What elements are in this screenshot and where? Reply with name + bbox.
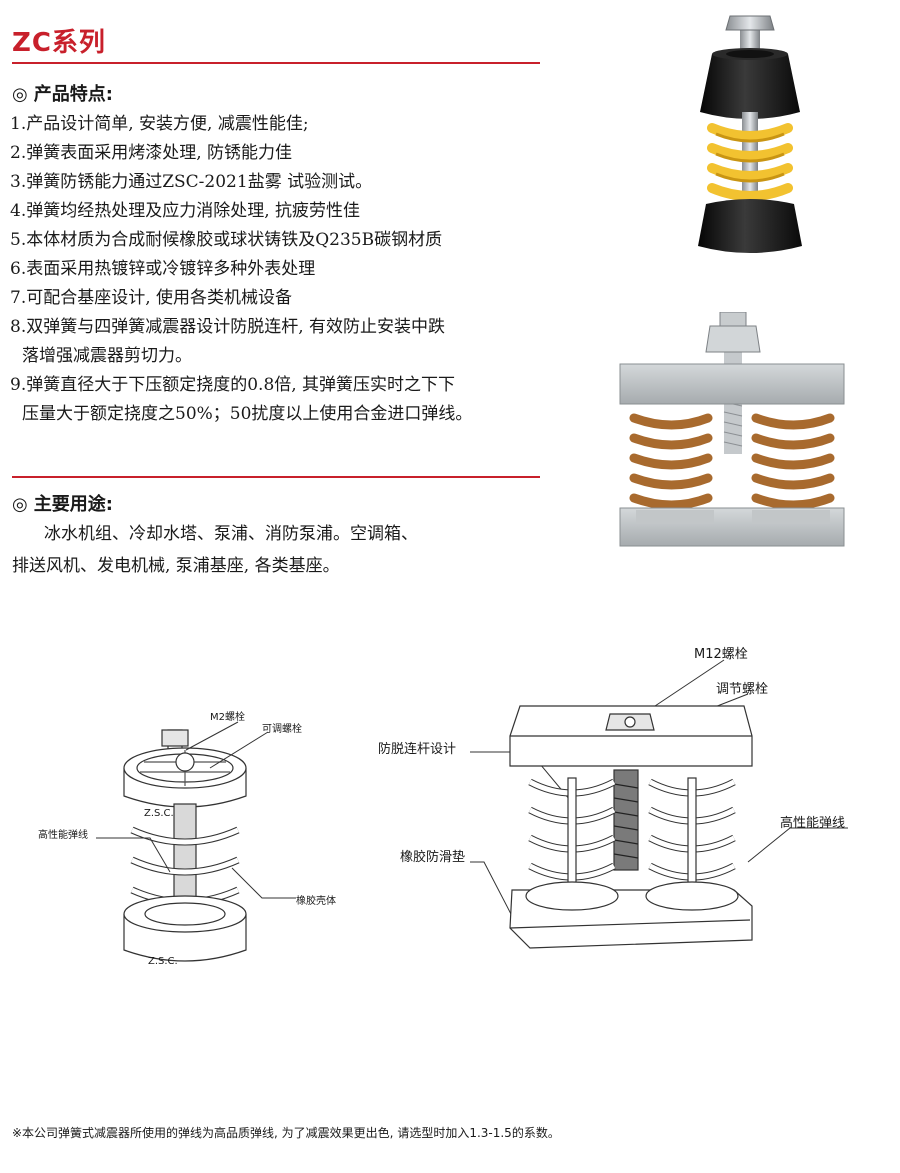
title-divider	[12, 62, 540, 64]
single-mount-line-drawing	[123, 729, 247, 962]
uses-line: 排送风机、发电机械, 泵浦基座, 各类基座。	[12, 556, 340, 576]
single-spring-mount-photo	[698, 15, 802, 253]
right-adjust-label: 调节螺栓	[716, 682, 769, 697]
feature-text: 8.双弹簧与四弹簧减震器设计防脱连杆, 有效防止安装中跌	[10, 317, 446, 337]
feature-text: 6.表面采用热镀锌或冷镀锌多种外表处理	[10, 259, 316, 279]
feature-item: 8.双弹簧与四弹簧减震器设计防脱连杆, 有效防止安装中跌落增强减震器剪切力。	[10, 313, 570, 371]
uses-line: 冰水机组、冷却水塔、泵浦、消防泵浦。空调箱、	[44, 524, 418, 544]
feature-list: 1.产品设计简单, 安装方便, 减震性能佳; 2.弹簧表面采用烤漆处理, 防锈能…	[10, 110, 570, 429]
right-rod-label: 防脱连杆设计	[378, 742, 457, 757]
feature-item: 7.可配合基座设计, 使用各类机械设备	[10, 284, 570, 313]
circle-mark-icon: ◎	[12, 84, 28, 105]
left-shell-label: 橡胶壳体	[296, 896, 336, 907]
footnote: ※本公司弹簧式减震器所使用的弹线为高品质弹线, 为了减震效果更出色, 请选型时加…	[12, 1126, 560, 1140]
feature-text: 2.弹簧表面采用烤漆处理, 防锈能力佳	[10, 143, 293, 163]
feature-text: 1.产品设计简单, 安装方便, 减震性能佳;	[10, 114, 309, 134]
left-brand-bottom: Z.S.C.	[148, 956, 178, 967]
feature-text: 4.弹簧均经热处理及应力消除处理, 抗疲劳性佳	[10, 201, 361, 221]
right-pad-label: 橡胶防滑垫	[400, 850, 466, 865]
feature-item: 3.弹簧防锈能力通过ZSC-2021盐雾 试验测试。	[10, 168, 570, 197]
left-spring-label: 高性能弹线	[38, 830, 88, 841]
uses-heading-text: 主要用途:	[33, 494, 113, 515]
feature-item: 1.产品设计简单, 安装方便, 减震性能佳;	[10, 110, 570, 139]
feature-item: 4.弹簧均经热处理及应力消除处理, 抗疲劳性佳	[10, 197, 570, 226]
uses-divider	[12, 476, 540, 478]
feature-text: 5.本体材质为合成耐候橡胶或球状铸铁及Q235B碳钢材质	[10, 230, 443, 250]
feature-text: 7.可配合基座设计, 使用各类机械设备	[10, 288, 293, 308]
uses-heading: ◎主要用途:	[12, 490, 113, 516]
feature-text: 3.弹簧防锈能力通过ZSC-2021盐雾 试验测试。	[10, 172, 373, 192]
double-mount-line-drawing	[509, 705, 753, 949]
circle-mark-icon: ◎	[12, 494, 28, 515]
features-heading: ◎产品特点:	[12, 80, 113, 106]
feature-item: 6.表面采用热镀锌或冷镀锌多种外表处理	[10, 255, 570, 284]
features-heading-text: 产品特点:	[33, 84, 113, 105]
feature-item: 9.弹簧直径大于下压额定挠度的0.8倍, 其弹簧压实时之下下压量大于额定挠度之5…	[10, 371, 570, 429]
series-title: ZC系列	[12, 28, 106, 58]
right-bolt-label: M12螺栓	[694, 647, 748, 662]
right-spring-label: 高性能弹线	[780, 816, 846, 831]
feature-text-continued: 压量大于额定挠度之50%；50扰度以上使用合金进口弹线。	[22, 404, 473, 424]
feature-item: 5.本体材质为合成耐候橡胶或球状铸铁及Q235B碳钢材质	[10, 226, 570, 255]
uses-text: 冰水机组、冷却水塔、泵浦、消防泵浦。空调箱、 排送风机、发电机械, 泵浦基座, …	[12, 518, 418, 582]
left-bolt-label: M2螺栓	[210, 712, 245, 723]
double-spring-mount-photo	[619, 312, 845, 547]
feature-text-continued: 落增强减震器剪切力。	[22, 346, 192, 366]
left-brand-top: Z.S.C.	[144, 808, 174, 819]
feature-item: 2.弹簧表面采用烤漆处理, 防锈能力佳	[10, 139, 570, 168]
feature-text: 9.弹簧直径大于下压额定挠度的0.8倍, 其弹簧压实时之下下	[10, 375, 456, 395]
left-adjust-label: 可调螺栓	[262, 724, 302, 735]
